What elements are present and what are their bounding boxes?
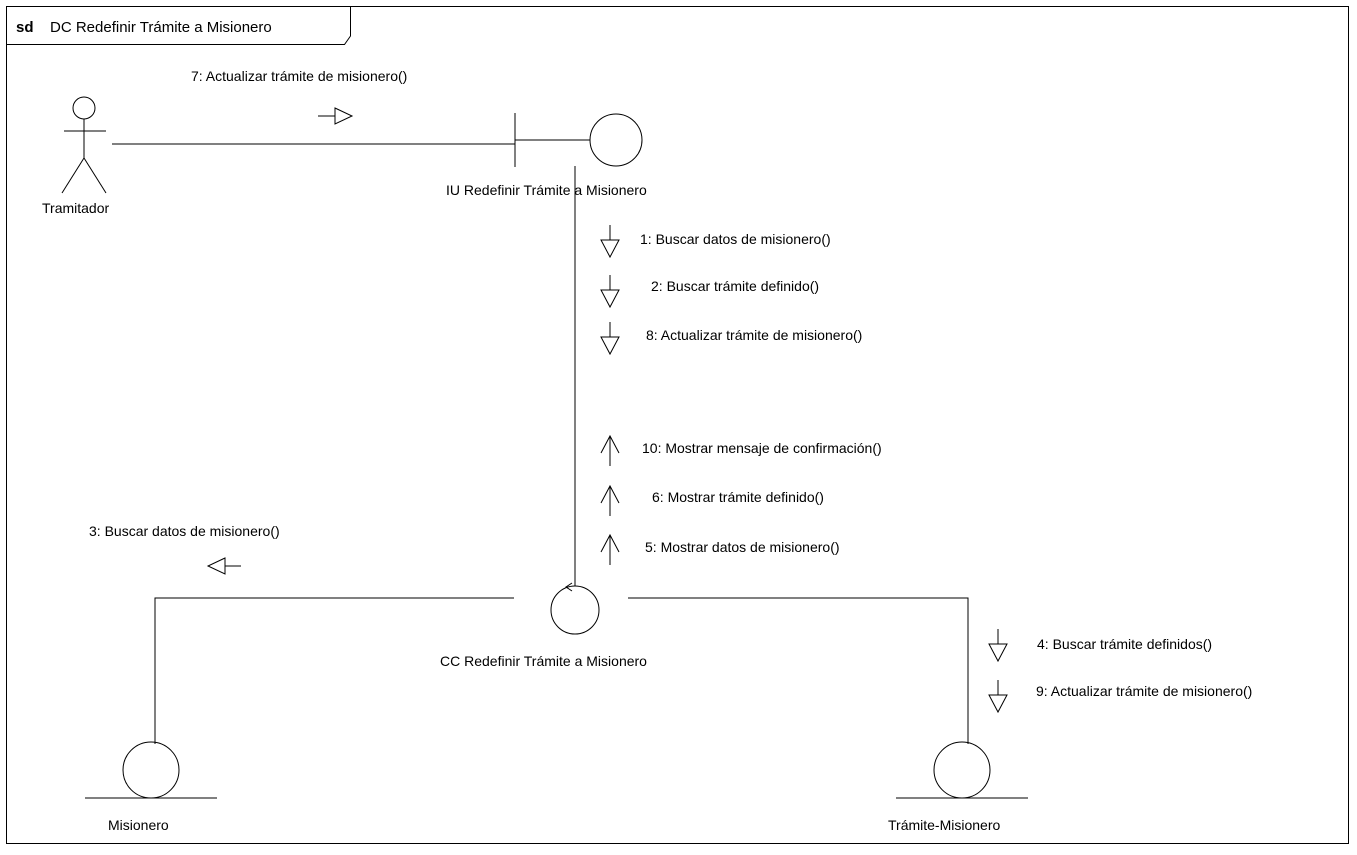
message-arrow-left-icon [206,557,241,575]
message-8-label: 8: Actualizar trámite de misionero() [646,327,862,343]
message-1-label: 1: Buscar datos de misionero() [640,231,831,247]
message-7-label: 7: Actualizar trámite de misionero() [191,68,407,84]
message-arrow-down-icon [988,629,1008,663]
control-cc-redefinir[interactable]: CC Redefinir Trámite a Misionero [440,582,647,669]
control-icon [550,582,600,635]
message-arrow-down-icon [988,680,1008,714]
diagram-frame [6,6,1349,844]
frame-title-tab [6,6,351,45]
message-arrow-right-icon [318,107,354,125]
entity-misionero-label: Misionero [108,817,169,833]
message-6-label: 6: Mostrar trámite definido() [652,489,824,505]
boundary-iu-redefinir[interactable]: IU Redefinir Trámite a Misionero [446,113,647,198]
link-control-misionero [154,597,514,744]
message-5-label: 5: Mostrar datos de misionero() [645,539,840,555]
message-arrow-up-icon [600,434,620,466]
entity-icon [896,741,1028,799]
boundary-icon [514,113,643,167]
actor-tramitador[interactable]: Tramitador [42,96,110,216]
entity-tramite-label: Trámite-Misionero [888,817,1000,833]
message-4-label: 4: Buscar trámite definidos() [1037,636,1212,652]
control-label: CC Redefinir Trámite a Misionero [440,653,647,669]
frame-title: DC Redefinir Trámite a Misionero [50,19,272,36]
message-arrow-down-icon [600,225,620,259]
actor-stick-figure-icon [61,96,107,194]
message-arrow-up-icon [600,533,620,565]
entity-tramite-misionero[interactable]: Trámite-Misionero [888,741,1028,833]
message-3-label: 3: Buscar datos de misionero() [89,523,280,539]
message-arrow-down-icon [600,275,620,309]
message-arrow-up-icon [600,484,620,516]
entity-misionero[interactable]: Misionero [85,741,217,833]
actor-label: Tramitador [42,200,110,216]
message-2-label: 2: Buscar trámite definido() [651,278,819,294]
message-arrow-down-icon [600,322,620,356]
message-10-label: 10: Mostrar mensaje de confirmación() [642,440,882,456]
entity-icon [85,741,217,799]
boundary-label: IU Redefinir Trámite a Misionero [446,182,647,198]
message-9-label: 9: Actualizar trámite de misionero() [1036,683,1252,699]
frame-keyword: sd [16,19,34,36]
link-control-tramite [628,597,969,744]
